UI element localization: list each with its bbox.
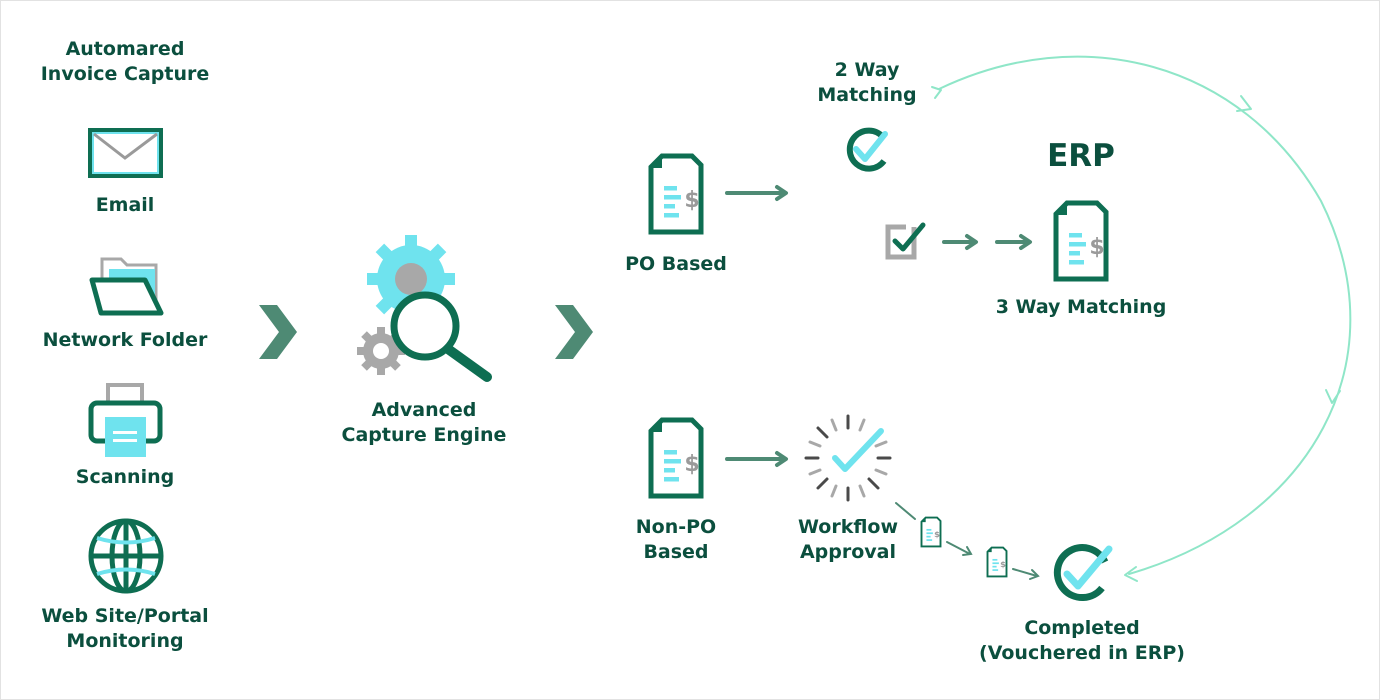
capture-title: Automared Invoice Capture — [40, 38, 210, 85]
erp-document-icon — [1056, 203, 1106, 279]
network-folder-icon — [89, 257, 164, 316]
completed-label: Completed (Vouchered in ERP) — [979, 617, 1185, 664]
po-based-label: PO Based — [625, 253, 727, 275]
completed-check-icon — [1053, 544, 1113, 602]
globe-icon — [88, 518, 164, 594]
capture-engine-icon — [357, 235, 492, 382]
flow-chevron-1 — [259, 305, 297, 359]
three-way-matching-label: 3 Way Matching — [995, 296, 1167, 318]
email-icon — [88, 128, 163, 178]
erp-heading: ERP — [1047, 138, 1115, 174]
capture-engine-label: Advanced Capture Engine — [341, 399, 507, 446]
two-way-matching-label: 2 Way Matching — [817, 59, 917, 106]
flow-chevron-2 — [555, 305, 593, 359]
scanning-label: Scanning — [75, 466, 175, 488]
non-po-document-icon — [651, 420, 701, 496]
small-document-icon-1 — [920, 516, 942, 548]
email-label: Email — [95, 194, 155, 216]
web-portal-label: Web Site/Portal Monitoring — [41, 605, 209, 652]
po-document-icon — [651, 156, 701, 232]
non-po-based-label: Non-PO Based — [635, 516, 717, 563]
small-arrows — [895, 502, 1040, 580]
flow-arrows — [725, 185, 1032, 467]
three-way-check-icon — [885, 222, 926, 260]
scanner-icon — [88, 383, 163, 457]
return-arc — [931, 55, 1352, 582]
workflow-approval-icon — [804, 414, 892, 502]
network-folder-label: Network Folder — [42, 329, 208, 351]
small-document-icon-2 — [986, 546, 1008, 578]
workflow-approval-label: Workflow Approval — [797, 516, 899, 563]
two-way-check-icon — [846, 127, 888, 172]
